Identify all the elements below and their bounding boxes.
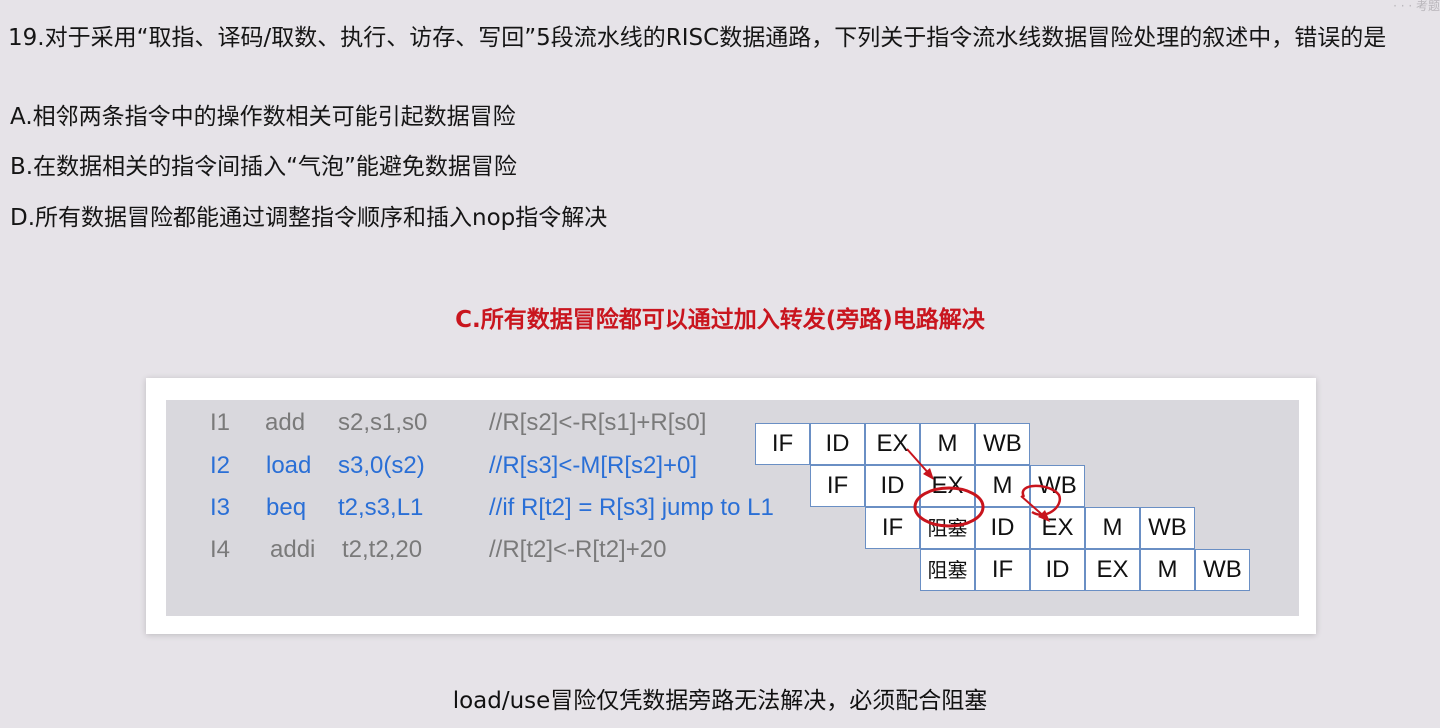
instruction-opcode: add [265,409,306,436]
stage-cell-i3-3: EX [1030,507,1085,549]
stage-cell-i4-0: 阻塞 [920,549,975,591]
stage-cell-i3-0: IF [865,507,920,549]
stage-cell-i3-1: 阻塞 [920,507,975,549]
stage-cell-i4-4: M [1140,549,1195,591]
option-d: D.所有数据冒险都能通过调整指令顺序和插入nop指令解决 [10,205,608,231]
instruction-id: I2 [210,452,231,479]
stage-cell-i2-4: WB [1030,465,1085,507]
instruction-operands: s3,0(s2) [338,452,425,479]
option-b: B.在数据相关的指令间插入“气泡”能避免数据冒险 [10,154,517,180]
stage-cell-i1-1: ID [810,423,865,465]
footer-note: load/use冒险仅凭数据旁路无法解决，必须配合阻塞 [452,688,988,714]
stage-cell-i2-1: ID [865,465,920,507]
corner-watermark: · · · 考题 [1393,0,1440,13]
instruction-id: I4 [210,536,231,563]
pipeline-figure-card: I1 add s2,s1,s0 //R[s2]<-R[s1]+R[s0] I2 … [146,378,1316,634]
stage-cell-i1-2: EX [865,423,920,465]
stage-cell-i2-3: M [975,465,1030,507]
instruction-row-i1: I1 add s2,s1,s0 //R[s2]<-R[s1]+R[s0] [166,402,766,444]
stage-cell-i1-3: M [920,423,975,465]
instruction-row-i3: I3 beq t2,s3,L1 //if R[t2] = R[s3] jump … [166,487,774,529]
stage-cell-i3-4: M [1085,507,1140,549]
instruction-comment: //R[s3]<-M[R[s2]+0] [489,452,698,479]
instruction-id: I1 [210,409,231,436]
stage-cell-i1-4: WB [975,423,1030,465]
instruction-comment: //R[t2]<-R[t2]+20 [489,536,667,563]
question-title: 19.对于采用“取指、译码/取数、执行、访存、写回”5段流水线的RISC数据通路… [8,25,1387,51]
instruction-opcode: load [266,452,312,479]
stage-cell-i4-5: WB [1195,549,1250,591]
instruction-opcode: addi [270,536,316,563]
stage-cell-i4-1: IF [975,549,1030,591]
pipeline-diagram-panel: I1 add s2,s1,s0 //R[s2]<-R[s1]+R[s0] I2 … [166,400,1299,616]
instruction-row-i2: I2 load s3,0(s2) //R[s3]<-M[R[s2]+0] [166,445,766,487]
instruction-comment: //if R[t2] = R[s3] jump to L1 [489,494,774,521]
instruction-row-i4: I4 addi t2,t2,20 //R[t2]<-R[t2]+20 [166,529,766,571]
stage-cell-i4-3: EX [1085,549,1140,591]
stage-cell-i2-2: EX [920,465,975,507]
stage-cell-i3-5: WB [1140,507,1195,549]
stage-cell-i2-0: IF [810,465,865,507]
instruction-comment: //R[s2]<-R[s1]+R[s0] [489,409,707,436]
option-a: A.相邻两条指令中的操作数相关可能引起数据冒险 [10,104,516,130]
stage-cell-i1-0: IF [755,423,810,465]
instruction-id: I3 [210,494,231,521]
answer-c-label: C.所有数据冒险都可以通过加入转发(旁路)电路解决 [455,307,985,333]
stage-cell-i4-2: ID [1030,549,1085,591]
instruction-operands: t2,s3,L1 [338,494,424,521]
stage-cell-i3-2: ID [975,507,1030,549]
instruction-operands: s2,s1,s0 [338,409,428,436]
instruction-operands: t2,t2,20 [342,536,423,563]
instruction-opcode: beq [266,494,307,521]
